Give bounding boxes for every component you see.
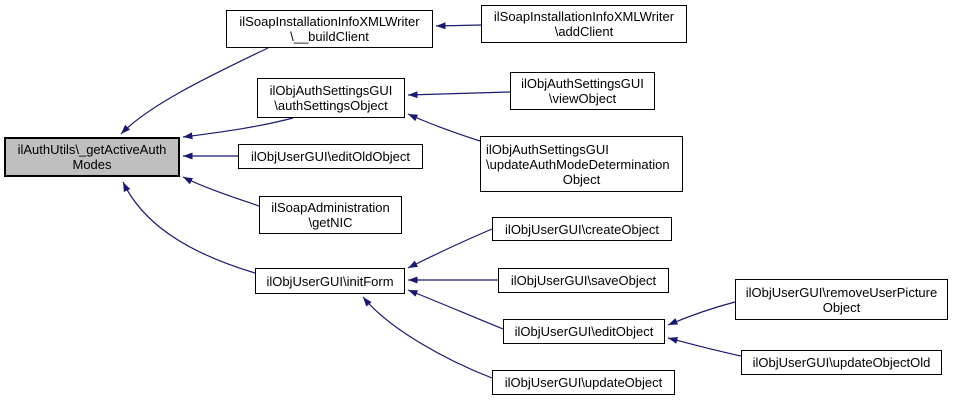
- node-label-line: ilObjAuthSettingsGUI: [521, 76, 644, 91]
- node-ilSoapAdministration-getNIC[interactable]: ilSoapAdministration \getNIC: [259, 196, 402, 234]
- node-ilObjUserGUI-updateObject[interactable]: ilObjUserGUI\updateObject: [492, 370, 675, 395]
- edge-editObject-to-initForm: [407, 289, 504, 330]
- edge-updateObjectOld-to-editObject: [667, 337, 742, 357]
- edge-updateObject-to-initForm: [362, 296, 493, 379]
- edge-addClient-to-buildClient: [435, 22, 482, 30]
- node-ilObjAuthSettingsGUI-updateAuthModeDeterminationObject[interactable]: ilObjAuthSettingsGUI \updateAuthModeDete…: [480, 136, 683, 192]
- node-label-line: \__buildClient: [290, 29, 369, 44]
- edge-initForm-to-getActiveAuthModes: [122, 181, 256, 274]
- edge-removeUserPictureObject-to-editObject: [667, 301, 736, 326]
- node-ilObjUserGUI-saveObject[interactable]: ilObjUserGUI\saveObject: [498, 268, 669, 293]
- node-label-line: ilObjUserGUI\removeUserPicture: [745, 284, 938, 300]
- node-label-line: ilObjUserGUI\createObject: [505, 221, 659, 237]
- node-label-line: ilAuthUtils\_getActiveAuth: [17, 142, 167, 157]
- node-ilObjUserGUI-initForm[interactable]: ilObjUserGUI\initForm: [255, 268, 405, 294]
- node-ilObjAuthSettingsGUI-viewObject[interactable]: ilObjAuthSettingsGUI \viewObject: [510, 72, 655, 110]
- node-label-line: ilObjUserGUI\initForm: [266, 273, 394, 289]
- node-label-line: ilObjUserGUI\editOldObject: [251, 149, 410, 164]
- node-label-line: ilObjUserGUI\updateObjectOld: [752, 355, 931, 370]
- node-label-line: Object: [822, 299, 861, 315]
- node-label-line: \viewObject: [548, 91, 617, 106]
- edge-authSettingsObject-to-getActiveAuthModes: [182, 117, 294, 140]
- edge-viewObject-to-authSettingsObject: [407, 91, 511, 99]
- node-label-line: \updateAuthModeDetermination: [486, 156, 670, 172]
- node-label-line: ilSoapAdministration: [271, 200, 390, 215]
- node-label-line: \authSettingsObject: [274, 98, 388, 113]
- node-ilSoapInstallationInfoXMLWriter-buildClient[interactable]: ilSoapInstallationInfoXMLWriter \__build…: [226, 10, 433, 48]
- node-label-line: \addClient: [554, 24, 614, 39]
- node-label-line: ilSoapInstallationInfoXMLWriter: [493, 9, 675, 24]
- node-ilObjAuthSettingsGUI-authSettingsObject[interactable]: ilObjAuthSettingsGUI \authSettingsObject: [257, 78, 405, 118]
- node-ilObjUserGUI-createObject[interactable]: ilObjUserGUI\createObject: [492, 217, 672, 241]
- node-label-line: ilObjUserGUI\editObject: [514, 324, 654, 339]
- node-ilSoapInstallationInfoXMLWriter-addClient[interactable]: ilSoapInstallationInfoXMLWriter \addClie…: [481, 5, 687, 43]
- node-ilObjUserGUI-updateObjectOld[interactable]: ilObjUserGUI\updateObjectOld: [741, 350, 942, 375]
- edge-getNIC-to-getActiveAuthModes: [182, 176, 260, 207]
- node-label-line: ilObjAuthSettingsGUI: [486, 141, 609, 157]
- edge-updateAuthModeDeterminationObject-to-authSettingsObject: [407, 113, 481, 142]
- node-label-line: Modes: [72, 157, 112, 172]
- node-ilObjUserGUI-removeUserPictureObject[interactable]: ilObjUserGUI\removeUserPicture Object: [735, 279, 948, 320]
- node-label-line: Object: [562, 171, 601, 187]
- edge-createObject-to-initForm: [407, 228, 493, 269]
- node-ilObjUserGUI-editOldObject[interactable]: ilObjUserGUI\editOldObject: [238, 144, 423, 169]
- node-label-line: \getNIC: [308, 215, 353, 230]
- node-label-line: ilObjUserGUI\saveObject: [510, 273, 657, 288]
- node-label-line: ilObjAuthSettingsGUI: [269, 83, 393, 98]
- node-ilAuthUtils-getActiveAuthModes[interactable]: ilAuthUtils\_getActiveAuth Modes: [4, 137, 180, 177]
- node-label-line: ilObjUserGUI\updateObject: [504, 375, 663, 390]
- edge-buildClient-to-getActiveAuthModes: [120, 47, 269, 135]
- node-ilObjUserGUI-editObject[interactable]: ilObjUserGUI\editObject: [503, 319, 665, 344]
- node-label-line: ilSoapInstallationInfoXMLWriter: [239, 14, 420, 29]
